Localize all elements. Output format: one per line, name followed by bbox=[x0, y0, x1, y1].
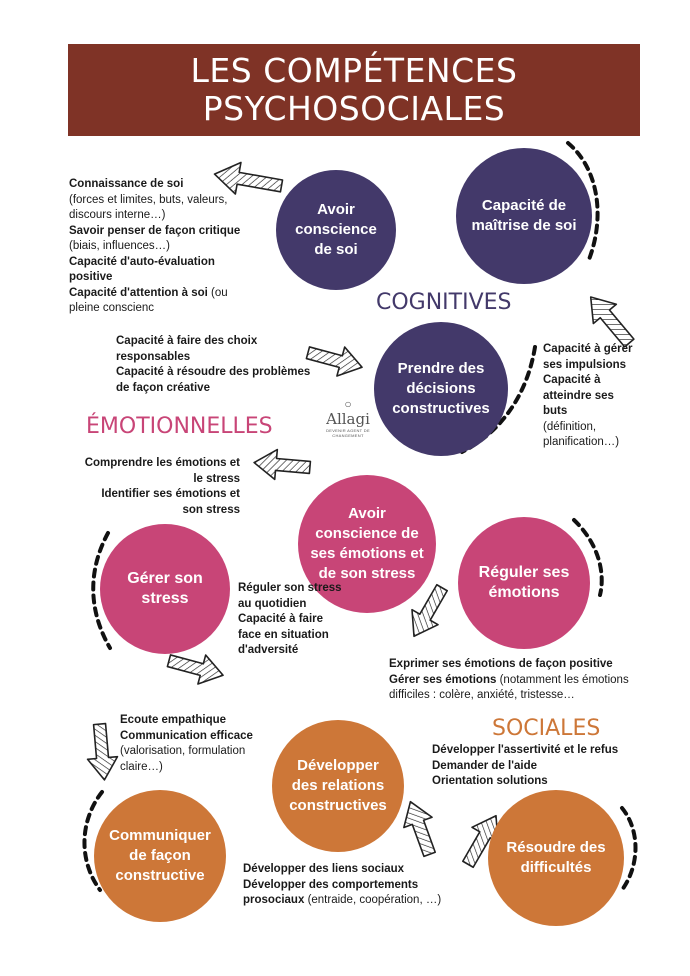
text-normal: (notamment les émotions difficiles : col… bbox=[389, 673, 629, 702]
circle-label: Avoir conscience de ses émotions et de s… bbox=[310, 505, 424, 582]
text-bold: Capacité à atteindre ses buts bbox=[543, 374, 614, 417]
circle-conscience-de-soi: Avoir conscience de soi bbox=[276, 170, 396, 290]
circle-label: Avoir conscience de soi bbox=[295, 201, 377, 258]
hatched-arrow-icon bbox=[589, 296, 635, 348]
text-bold: Développer des liens sociaux bbox=[243, 863, 405, 875]
hatched-arrow-icon bbox=[253, 448, 312, 481]
text-bold: Comprendre les émotions et le stress bbox=[84, 457, 240, 485]
text-maitrise: Capacité à gérer ses impulsions Capacité… bbox=[543, 342, 635, 451]
title-banner: LES COMPÉTENCES PSYCHOSOCIALES bbox=[68, 44, 640, 136]
category-cognitives: COGNITIVES bbox=[376, 290, 512, 315]
circle-label: Communiquer de façon constructive bbox=[109, 827, 211, 884]
hatched-arrow-icon bbox=[166, 654, 224, 685]
text-bold: Demander de l'aide bbox=[432, 759, 537, 772]
category-emotionnelles: ÉMOTIONNELLES bbox=[86, 414, 273, 439]
dashed-curve-arrow-icon bbox=[620, 806, 638, 892]
text-conscience-soi: Connaissance de soi (forces et limites, … bbox=[69, 177, 249, 317]
text-bold: Capacité d'auto-évaluation positive bbox=[69, 255, 215, 284]
text-bold: Ecoute empathique bbox=[120, 714, 227, 726]
hatched-arrow-icon bbox=[213, 161, 284, 195]
text-bold: Savoir penser de façon critique bbox=[69, 224, 241, 237]
text-bold: Connaissance de soi bbox=[69, 178, 184, 190]
circle-gerer-stress: Gérer son stress bbox=[100, 524, 230, 654]
category-sociales: SOCIALES bbox=[492, 716, 601, 741]
hatched-arrow-icon bbox=[403, 800, 437, 858]
text-reguler: Exprimer ses émotions de façon positive … bbox=[389, 657, 649, 704]
text-bold: Capacité d'attention à soi bbox=[69, 286, 208, 299]
text-normal: (définition, planification…) bbox=[543, 420, 620, 449]
text-communication: Ecoute empathique Communication efficace… bbox=[120, 713, 270, 775]
circle-label: Gérer son stress bbox=[127, 570, 203, 607]
text-bold: Capacité à faire des choix responsables bbox=[116, 335, 258, 363]
circle-reguler-emotions: Réguler ses émotions bbox=[458, 517, 590, 649]
circle-label: Capacité de maîtrise de soi bbox=[471, 197, 577, 234]
dashed-curve-arrow-icon bbox=[572, 518, 604, 597]
text-normal: (biais, influences…) bbox=[69, 240, 170, 252]
text-bold: Orientation solutions bbox=[432, 775, 548, 787]
text-decisions: Capacité à faire des choix responsables … bbox=[116, 334, 326, 396]
dashed-curve-arrow-icon bbox=[91, 531, 112, 650]
dashed-curve-arrow-icon bbox=[566, 141, 600, 264]
text-resoudre: Développer l'assertivité et le refus Dem… bbox=[432, 743, 647, 790]
text-bold: Gérer ses émotions bbox=[389, 673, 497, 686]
text-normal: (forces et limites, buts, valeurs, disco… bbox=[69, 193, 228, 222]
circle-resoudre-difficultes: Résoudre des difficultés bbox=[488, 790, 624, 926]
text-stress: Réguler son stress au quotidien Capacité… bbox=[238, 581, 343, 659]
text-bold: Réguler son stress au quotidien bbox=[238, 582, 342, 610]
dashed-curve-arrow-icon bbox=[82, 790, 104, 892]
circle-relations-constructives: Développer des relations constructives bbox=[272, 720, 404, 852]
text-bold: Développer l'assertivité et le refus bbox=[432, 744, 619, 756]
circle-maitrise-de-soi: Capacité de maîtrise de soi bbox=[456, 148, 592, 284]
logo-mark-icon: ○ bbox=[344, 397, 352, 411]
hatched-arrow-icon bbox=[411, 583, 448, 638]
circle-conscience-emotions: Avoir conscience de ses émotions et de s… bbox=[298, 475, 436, 613]
text-bold: Capacité à résoudre des problèmes de faç… bbox=[116, 366, 311, 394]
text-bold: Identifier ses émotions et son stress bbox=[101, 488, 240, 516]
text-bold: Exprimer ses émotions de façon positive bbox=[389, 658, 613, 670]
logo: ○ Allagi DEVENIR AGENT DE CHANGEMENT bbox=[323, 398, 373, 438]
title-line-1: LES COMPÉTENCES bbox=[190, 51, 518, 90]
circle-prendre-decisions: Prendre des décisions constructives bbox=[374, 322, 508, 456]
hatched-arrow-icon bbox=[86, 722, 119, 781]
circle-label: Résoudre des difficultés bbox=[506, 839, 606, 876]
text-relations: Développer des liens sociaux Développer … bbox=[243, 862, 458, 909]
circle-label: Réguler ses émotions bbox=[478, 564, 570, 601]
text-bold: Développer des comportements prosociaux bbox=[243, 878, 419, 907]
circle-label: Prendre des décisions constructives bbox=[392, 360, 490, 417]
text-normal: (entraide, coopération, …) bbox=[307, 894, 442, 906]
circle-label: Développer des relations constructives bbox=[289, 757, 387, 814]
logo-name: Allagi bbox=[326, 410, 370, 428]
text-bold: Capacité à gérer ses impulsions bbox=[543, 343, 633, 371]
hatched-arrow-icon bbox=[305, 346, 363, 377]
text-bold: Communication efficace bbox=[120, 729, 253, 742]
text-normal: (ou pleine conscienc bbox=[69, 286, 228, 315]
text-emotions: Comprendre les émotions et le stress Ide… bbox=[80, 456, 240, 518]
circle-communiquer: Communiquer de façon constructive bbox=[94, 790, 226, 922]
text-bold: Capacité à faire face en situation d'adv… bbox=[238, 613, 329, 656]
text-normal: (valorisation, formulation claire…) bbox=[120, 745, 246, 773]
logo-tagline: DEVENIR AGENT DE CHANGEMENT bbox=[326, 428, 370, 438]
title-line-2: PSYCHOSOCIALES bbox=[202, 89, 506, 128]
